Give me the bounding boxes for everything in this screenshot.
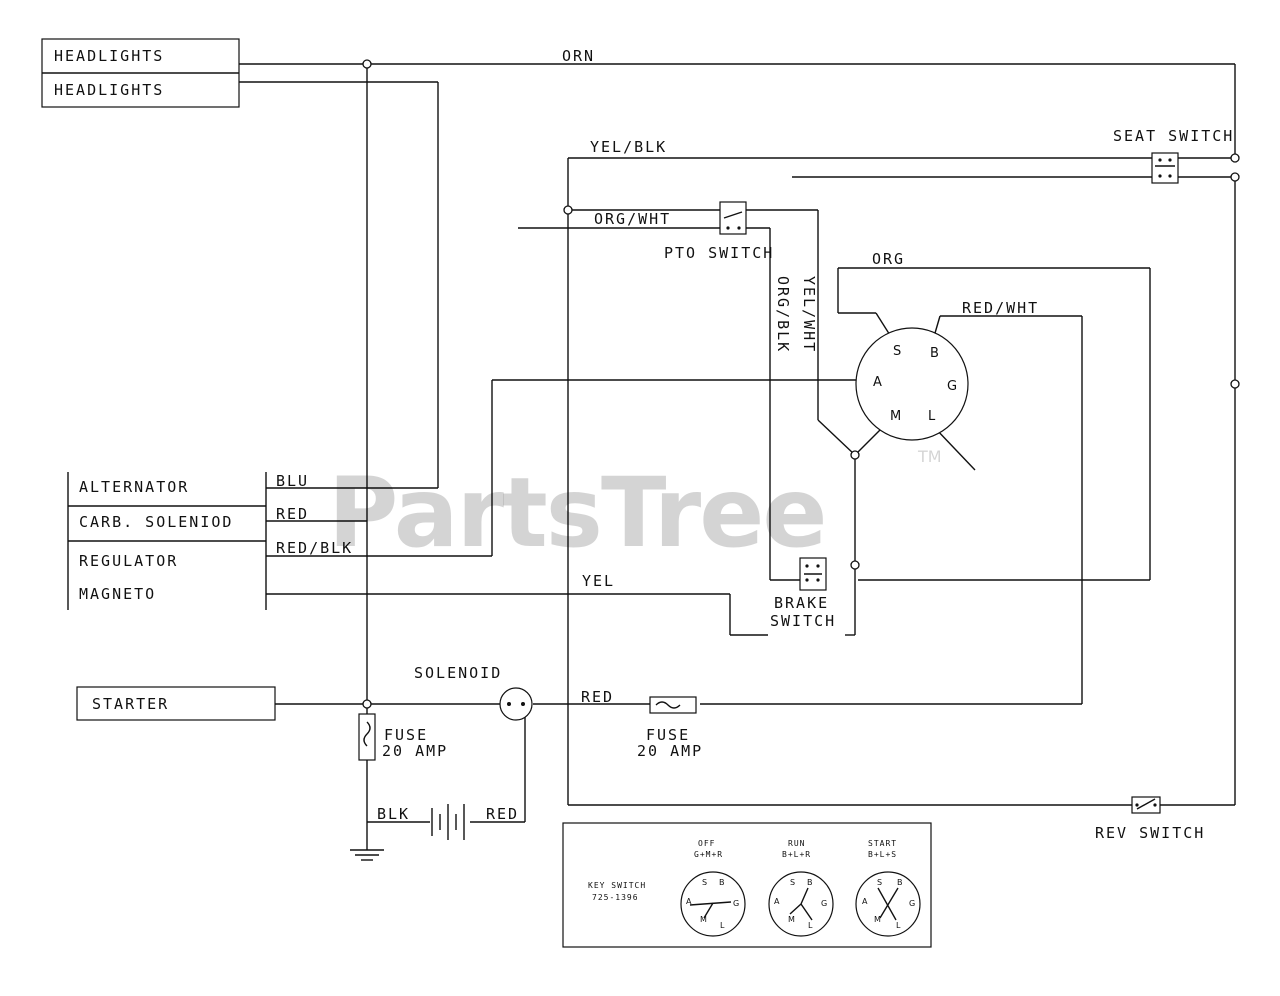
legend-start-b: B (897, 878, 903, 887)
terminal-g: G (947, 379, 957, 394)
terminal-l: L (928, 409, 936, 424)
legend-run-g: G (821, 899, 827, 908)
wire-org-blk: ORG/BLK (774, 276, 792, 353)
engine-connector-block: ALTERNATOR CARB. SOLENIOD REGULATOR MAGN… (67, 472, 267, 610)
legend-start-a: A (862, 897, 868, 906)
watermark: PartsTree TM (328, 447, 942, 569)
legend-title-2: 725-1396 (592, 893, 639, 902)
brake-switch-label-1: BRAKE (774, 594, 829, 612)
carb-solenoid-label: CARB. SOLENIOD (79, 513, 233, 531)
wire-yel-wht: YEL/WHT (800, 276, 818, 353)
wire-org-wht: ORG/WHT (594, 210, 671, 228)
legend-off-s: S (702, 878, 707, 887)
legend-off-combo: G+M+R (694, 850, 723, 859)
legend-run-l: L (808, 921, 813, 930)
wire-yel: YEL (582, 572, 615, 590)
ground-symbol (350, 849, 384, 861)
legend-off-a: A (686, 897, 692, 906)
wire-red-blk: RED/BLK (276, 539, 353, 557)
legend-off-l: L (720, 921, 725, 930)
terminal-b: B (930, 346, 939, 361)
legend-run-m: M (788, 915, 795, 924)
seat-switch: SEAT SWITCH (1113, 127, 1234, 184)
legend-start: START B+L+S S B A G M L (855, 839, 921, 937)
brake-switch: BRAKE SWITCH (770, 557, 836, 630)
legend-start-g: G (909, 899, 915, 908)
rev-switch-label: REV SWITCH (1095, 824, 1205, 842)
legend-off-m: M (700, 915, 707, 924)
headlights-label-1: HEADLIGHTS (54, 47, 164, 65)
fuse-left-label-2: 20 AMP (382, 742, 448, 760)
terminal-s: S (893, 344, 901, 359)
legend-run: RUN B+L+R S B A G M L (768, 839, 834, 937)
starter-label: STARTER (92, 695, 169, 713)
legend-run-name: RUN (788, 839, 805, 848)
fuse-right-label-1: FUSE (646, 726, 690, 744)
legend-start-s: S (877, 878, 882, 887)
solenoid: SOLENOID (414, 664, 533, 721)
legend-off-g: G (733, 899, 739, 908)
wire-red-carb: RED (276, 505, 309, 523)
headlights-block: HEADLIGHTS HEADLIGHTS (41, 38, 240, 108)
legend-title-1: KEY SWITCH (588, 881, 646, 890)
pto-switch: PTO SWITCH (664, 201, 774, 262)
watermark-text: PartsTree (328, 457, 825, 569)
wire-red-wht: RED/WHT (962, 299, 1039, 317)
wire-red-battery: RED (486, 805, 519, 823)
terminal-m: M (890, 409, 901, 424)
fuse-left-label-1: FUSE (384, 726, 428, 744)
legend-run-s: S (790, 878, 795, 887)
legend-off-b: B (719, 878, 725, 887)
alternator-label: ALTERNATOR (79, 478, 189, 496)
legend-off-name: OFF (698, 839, 715, 848)
wire-yel-blk: YEL/BLK (590, 138, 667, 156)
legend-start-m: M (874, 915, 881, 924)
junction-nodes (362, 59, 1240, 709)
legend-start-combo: B+L+S (868, 850, 897, 859)
wire-org: ORG (872, 250, 905, 268)
brake-switch-label-2: SWITCH (770, 612, 836, 630)
battery (431, 804, 465, 840)
solenoid-label: SOLENOID (414, 664, 502, 682)
legend-off: OFF G+M+R S B A G M L (680, 839, 746, 937)
ignition-switch: S B A G M L (855, 327, 969, 441)
legend-run-b: B (807, 878, 813, 887)
wire-blu: BLU (276, 472, 309, 490)
wire-red-solenoid: RED (581, 688, 614, 706)
pto-switch-label: PTO SWITCH (664, 244, 774, 262)
watermark-tm: TM (917, 447, 942, 466)
headlights-label-2: HEADLIGHTS (54, 81, 164, 99)
rev-switch: REV SWITCH (1095, 796, 1205, 842)
wires (239, 63, 1236, 850)
terminal-a: A (873, 375, 882, 390)
fuse-right: FUSE 20 AMP (637, 696, 703, 760)
regulator-label: REGULATOR (79, 552, 178, 570)
seat-switch-label: SEAT SWITCH (1113, 127, 1234, 145)
magneto-label: MAGNETO (79, 585, 156, 603)
wire-labels: ORN YEL/BLK ORG/WHT ORG RED/WHT YEL/WHT … (276, 47, 1039, 823)
wire-blk-battery: BLK (377, 805, 410, 823)
legend-run-a: A (774, 897, 780, 906)
legend-start-name: START (868, 839, 897, 848)
legend-run-combo: B+L+R (782, 850, 811, 859)
legend-start-l: L (896, 921, 901, 930)
wire-orn: ORN (562, 47, 595, 65)
fuse-left: FUSE 20 AMP (358, 713, 448, 761)
key-switch-legend: KEY SWITCH 725-1396 OFF G+M+R S B A G M … (562, 822, 932, 948)
starter-block: STARTER (76, 686, 276, 721)
fuse-right-label-2: 20 AMP (637, 742, 703, 760)
